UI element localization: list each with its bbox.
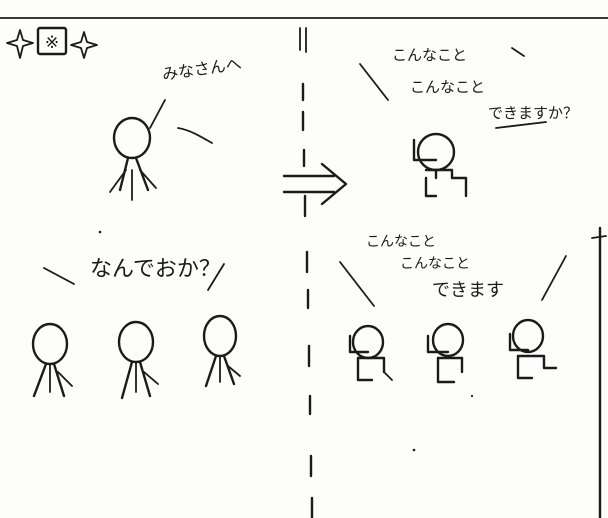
stray-dot — [98, 230, 102, 234]
underline-mark — [495, 121, 547, 129]
bottom-right-speech-line1: こんなこと — [366, 234, 436, 250]
stray-dot — [470, 394, 474, 398]
bottom-left-panel: なんでおか？ — [31, 257, 241, 400]
right-border-tick — [591, 235, 607, 239]
top-left-speech: みなさんへ — [161, 54, 243, 84]
bottom-right-panel: こんなこと こんなこと できます — [339, 234, 567, 384]
stray-dot — [412, 448, 416, 452]
header-badge: ※ — [6, 26, 98, 59]
stick-figure-speaker — [109, 116, 157, 201]
badge-box — [36, 26, 68, 56]
speech-slash-left — [149, 99, 166, 129]
bottom-left-speech: なんでおか？ — [90, 257, 221, 282]
top-right-speech-line2: こんなこと — [410, 78, 485, 96]
stick-figure-poser-1 — [348, 324, 393, 382]
transition-arrow — [282, 162, 348, 206]
top-left-panel: みなさんへ — [109, 54, 243, 201]
speech-slash-right-bl — [207, 263, 225, 291]
bottom-right-speech-line2: こんなこと — [400, 256, 470, 272]
speech-slash-left-br — [339, 261, 375, 307]
speech-slash-right-br — [541, 255, 567, 301]
stick-figure-asker-1 — [31, 322, 73, 398]
stick-figure-poser-3 — [508, 318, 558, 380]
stick-figure-poser-2 — [426, 322, 465, 384]
sparkle-right-icon — [70, 31, 98, 59]
speech-slash-left-bl — [43, 267, 75, 285]
center-dashed-divider — [299, 27, 314, 518]
speech-slash-left-tr — [359, 63, 389, 101]
top-right-panel: こんなこと こんなこと できますか？ — [359, 46, 578, 198]
speech-stroke-right-tr — [511, 47, 525, 57]
stick-figure-asker-2 — [117, 320, 159, 400]
speech-stroke-right — [177, 127, 213, 144]
top-right-speech-line3: できますか？ — [488, 104, 578, 122]
top-right-speech-line1: こんなこと — [392, 46, 467, 64]
sparkle-left-icon — [6, 29, 34, 59]
badge-symbol: ※ — [45, 33, 59, 53]
bottom-right-speech-line3: できます — [432, 280, 504, 301]
stick-figure-posing — [412, 132, 468, 198]
stick-figure-asker-3 — [202, 314, 241, 388]
